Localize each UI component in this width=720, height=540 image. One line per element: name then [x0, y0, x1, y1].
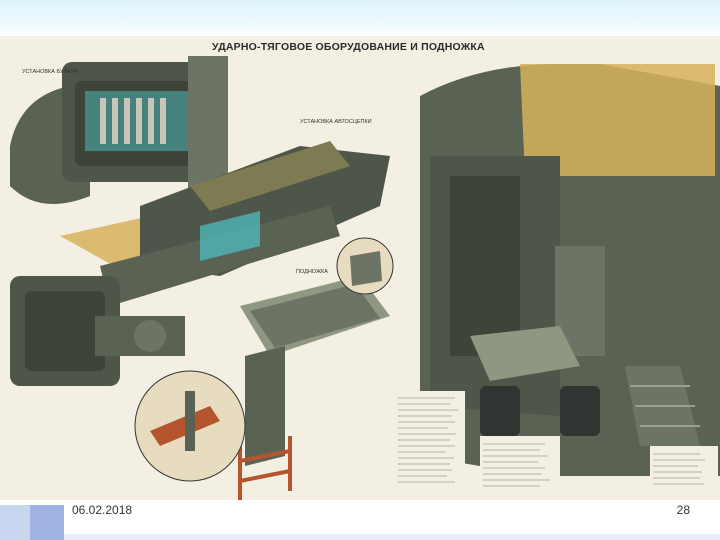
- legend-block: [395, 391, 718, 491]
- corner-decoration: [0, 505, 64, 540]
- poster-illustration: [10, 56, 720, 500]
- step-label: ПОДНОЖКА: [296, 269, 328, 275]
- coupler-label: УСТАНОВКА АВТОСЦЕПКИ: [300, 119, 372, 125]
- step-assembly: [238, 276, 390, 500]
- railcar-end: [420, 64, 720, 476]
- detail-inset: [134, 370, 246, 482]
- footer-bar: [64, 534, 720, 540]
- slide-date: 06.02.2018: [72, 503, 133, 517]
- buffer-label: УСТАНОВКА БУФЕРА: [22, 69, 79, 75]
- step-detail-inset: [336, 237, 394, 295]
- slide-page-number: 28: [676, 503, 690, 517]
- poster-title: УДАРНО-ТЯГОВОЕ ОБОРУДОВАНИЕ И ПОДНОЖКА: [212, 41, 485, 53]
- coupler-assembly: [60, 141, 390, 306]
- coupler-head: [10, 276, 185, 386]
- buffer-assembly: [10, 56, 228, 206]
- slide-header-band: [0, 0, 720, 36]
